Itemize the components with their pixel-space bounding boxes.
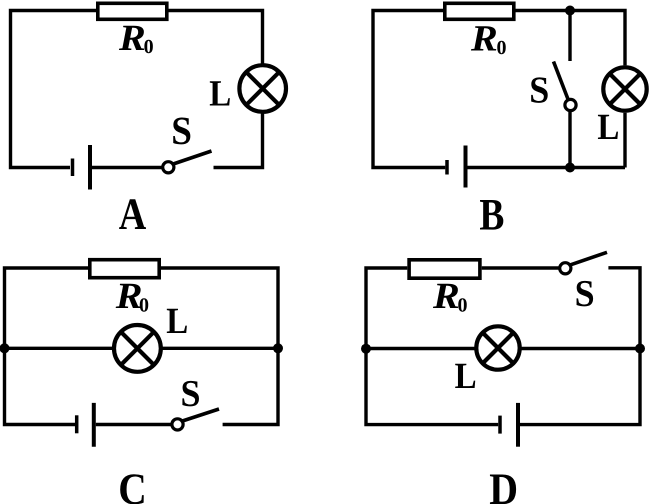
svg-text:C: C — [118, 464, 147, 504]
svg-text:L: L — [455, 356, 477, 397]
svg-text:S: S — [171, 108, 192, 153]
svg-text:R: R — [470, 19, 498, 60]
svg-text:L: L — [209, 74, 231, 115]
svg-text:A: A — [119, 189, 147, 239]
svg-text:R: R — [432, 276, 460, 317]
svg-text:D: D — [489, 464, 518, 504]
svg-text:L: L — [166, 301, 188, 342]
svg-text:B: B — [479, 189, 504, 239]
svg-text:S: S — [181, 373, 201, 415]
svg-text:0: 0 — [458, 295, 468, 317]
svg-text:0: 0 — [139, 295, 149, 317]
svg-text:L: L — [597, 107, 619, 148]
svg-text:0: 0 — [144, 36, 154, 58]
svg-text:0: 0 — [497, 37, 507, 59]
svg-text:R: R — [115, 276, 143, 317]
svg-text:S: S — [529, 70, 549, 112]
svg-text:R: R — [118, 18, 146, 59]
svg-text:S: S — [575, 273, 595, 315]
